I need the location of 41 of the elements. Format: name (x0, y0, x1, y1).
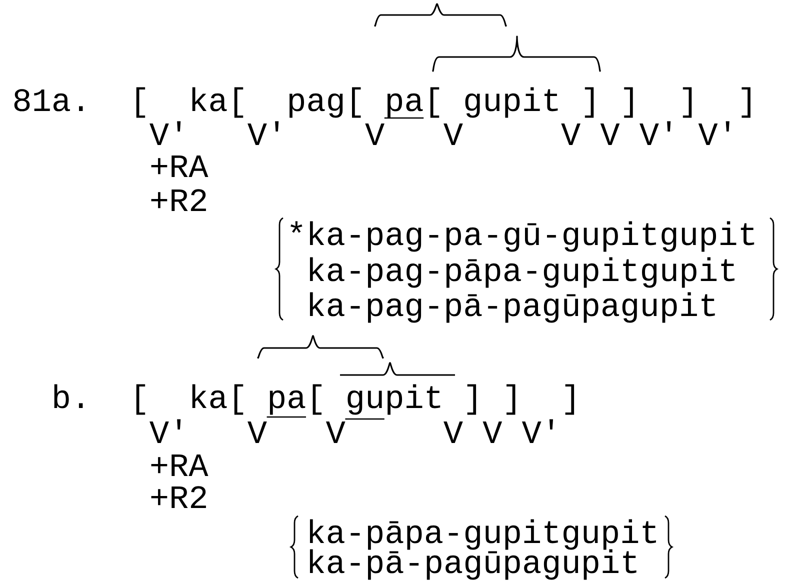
bracket: ] (624, 87, 633, 118)
word: ka[ (192, 87, 244, 118)
category-label: V' (522, 419, 554, 443)
category-label: V' (150, 121, 181, 145)
word: gupit (348, 384, 440, 415)
rule-label: +RA (151, 155, 208, 177)
form-line: ka-pā-pagūpagupit (310, 549, 636, 580)
category-label: V (248, 421, 267, 443)
category-label: V (482, 421, 502, 443)
form-line: ka-pag-pāpa-gupitgupit (310, 257, 734, 288)
bracket: ] (506, 384, 516, 415)
category-label: V' (248, 121, 279, 145)
example-number: 81a. (14, 89, 83, 112)
category-label: V (561, 123, 580, 145)
category-label: V' (640, 121, 671, 145)
bracket: ] (682, 87, 692, 118)
category-label: V (444, 421, 463, 443)
category-label: V (444, 123, 463, 145)
category-label: V (600, 123, 620, 145)
word: ka[ (192, 384, 244, 415)
bracket: ] (742, 87, 750, 118)
word: pa[ (270, 384, 322, 415)
bracket: ] (584, 87, 594, 118)
category-label: V (365, 123, 384, 145)
form-line: ka-pag-pā-pagūpagupit (310, 292, 715, 323)
word: pa[ (387, 87, 440, 118)
rule-label: +R2 (151, 189, 206, 211)
word: pag[ (289, 87, 361, 118)
word: gupit (465, 87, 558, 118)
category-label: V (326, 421, 346, 443)
bracket: ] (467, 384, 476, 415)
example-number: b. (54, 384, 83, 408)
rule-label: +R2 (151, 486, 206, 508)
rule-label: +RA (151, 454, 208, 476)
form-line: ka-pāpa-gupitgupit (310, 519, 656, 550)
bracket: ] (565, 384, 574, 415)
category-label: V' (698, 121, 730, 145)
form-line: *ka-pag-pa-gū-gupitgupit (290, 221, 754, 252)
word: [ (136, 87, 146, 118)
category-label: V' (150, 419, 181, 443)
word: [ (136, 384, 146, 415)
